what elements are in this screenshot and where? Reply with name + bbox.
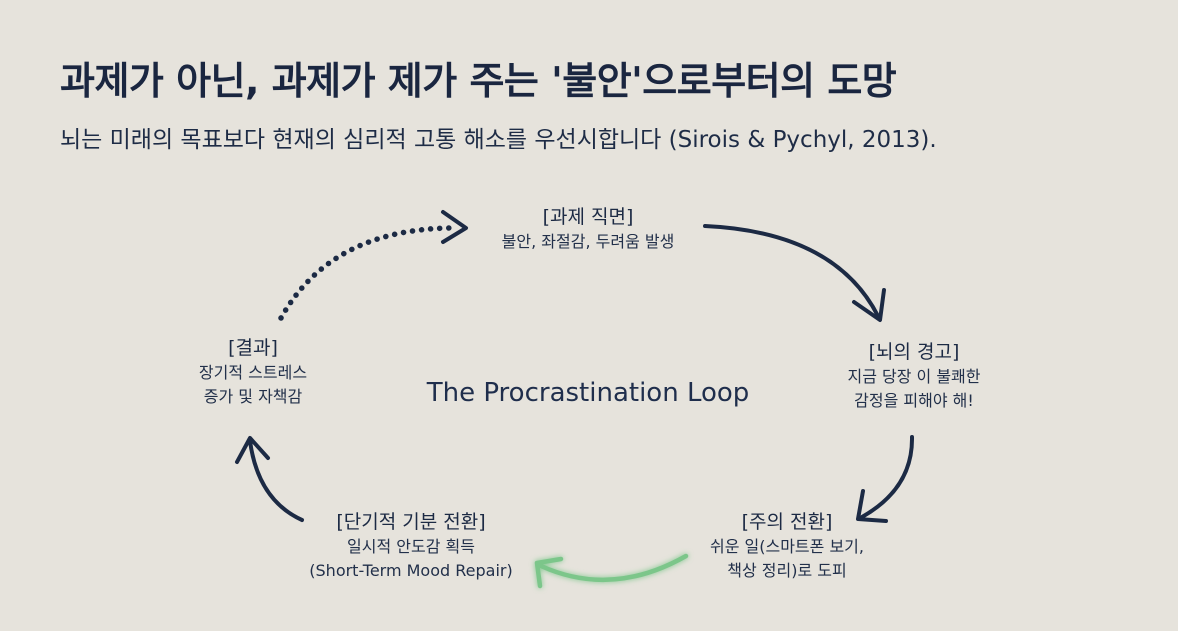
node-desc-line: 감정을 피해야 해! — [854, 391, 974, 410]
arrow-relief-to-result — [235, 436, 304, 522]
node-attention-shift: [주의 전환] 쉬운 일(스마트폰 보기, 책상 정리)로 도피 — [710, 509, 864, 583]
node-title: [단기적 기분 전환] — [336, 511, 486, 533]
loop-center-label: The Procrastination Loop — [426, 378, 750, 408]
node-title: [뇌의 경고] — [868, 341, 960, 363]
node-desc-line: 지금 당장 이 불쾌한 — [847, 367, 981, 386]
arrow-divert-to-relief — [534, 553, 689, 589]
node-title: [결과] — [228, 337, 278, 359]
node-result: [결과] 장기적 스트레스 증가 및 자책감 — [199, 335, 307, 409]
node-desc-line: (Short-Term Mood Repair) — [309, 561, 513, 580]
page-title: 과제가 아닌, 과제가 제가 주는 '불안'으로부터의 도망 — [60, 59, 897, 103]
page-subtitle: 뇌는 미래의 목표보다 현재의 심리적 고통 해소를 우선시합니다 (Siroi… — [60, 127, 937, 153]
node-desc-line: 책상 정리)로 도피 — [727, 561, 847, 580]
node-brain-warning: [뇌의 경고] 지금 당장 이 불쾌한 감정을 피해야 해! — [847, 339, 980, 413]
arrow-face-to-warning — [703, 224, 886, 322]
node-desc-line: 일시적 안도감 획득 — [347, 537, 475, 556]
node-face-task: [과제 직면] 불안, 좌절감, 두려움 발생 — [502, 204, 675, 254]
node-desc-line: 증가 및 자책감 — [203, 387, 303, 406]
node-title: [과제 직면] — [542, 206, 634, 228]
arrow-result-to-face — [278, 210, 468, 321]
node-short-term-relief: [단기적 기분 전환] 일시적 안도감 획득 (Short-Term Mood … — [309, 509, 512, 583]
node-desc-line: 불안, 좌절감, 두려움 발생 — [501, 232, 675, 251]
node-desc-line: 쉬운 일(스마트폰 보기, — [710, 537, 864, 556]
node-desc-line: 장기적 스트레스 — [198, 363, 308, 382]
node-title: [주의 전환] — [741, 511, 833, 533]
arrow-warning-to-divert — [856, 435, 915, 523]
